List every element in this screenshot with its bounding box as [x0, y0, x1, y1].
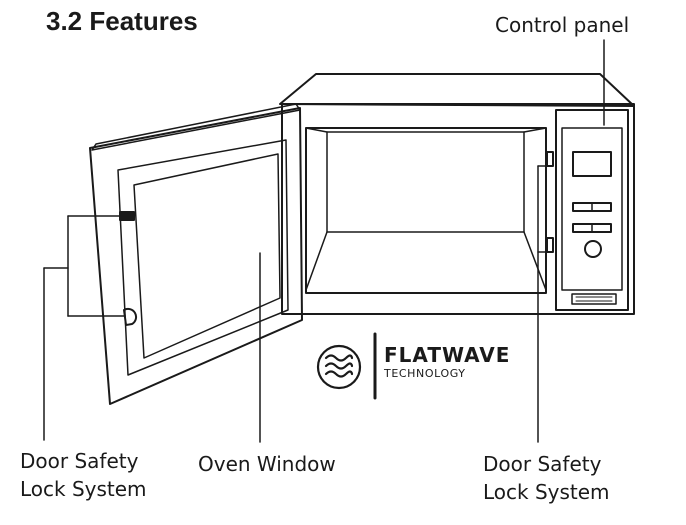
door-safety-left-line-2: Lock System	[20, 477, 147, 501]
door-latch-bottom	[123, 307, 138, 326]
display-window	[572, 151, 612, 177]
control-dial	[584, 240, 602, 258]
control-panel-label: Control panel	[495, 13, 630, 37]
section-title: 3.2 Features	[46, 6, 198, 36]
open-door	[89, 103, 303, 405]
door-window	[133, 153, 281, 359]
control-panel	[555, 109, 629, 311]
oven-cavity	[305, 127, 547, 294]
door-safety-lock-label-left: Door Safety Lock System	[20, 447, 147, 503]
door-safety-right-line-1: Door Safety	[483, 452, 602, 476]
vent-grille	[571, 293, 617, 305]
door-latch-top	[119, 211, 135, 221]
wave-circle-icon	[316, 332, 377, 400]
logo-tagline: TECHNOLOGY	[384, 367, 466, 380]
leader-lines	[43, 39, 605, 443]
logo-name: FLATWAVE	[384, 343, 511, 367]
door-safety-right-line-2: Lock System	[483, 480, 610, 504]
microwave-body	[279, 73, 635, 315]
door-safety-lock-label-right: Door Safety Lock System	[483, 450, 610, 506]
door-safety-left-line-1: Door Safety	[20, 449, 139, 473]
door-latch-slots	[546, 151, 554, 253]
flatwave-logo: FLATWAVE TECHNOLOGY	[384, 344, 510, 382]
oven-window-label: Oven Window	[198, 452, 336, 476]
